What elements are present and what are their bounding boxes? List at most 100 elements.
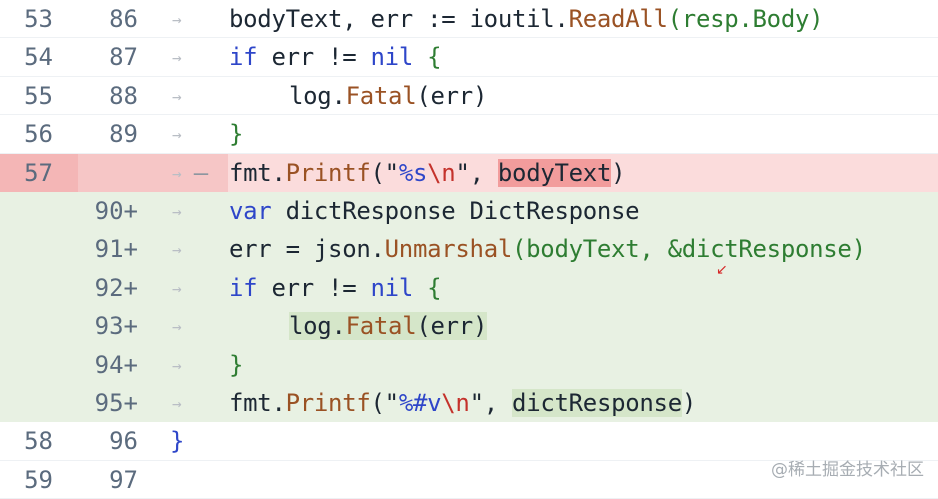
code-token: dictResponse DictResponse	[271, 196, 640, 225]
code-token: {	[412, 43, 442, 72]
code-token: (bodyText, &dictResponse)	[512, 235, 866, 264]
new-line-number: 93+	[94, 312, 138, 341]
code-line: →log.Fatal(err)	[229, 81, 488, 128]
new-gutter: 97	[78, 461, 228, 498]
old-gutter: 55	[0, 77, 78, 114]
code-token: nil	[370, 43, 414, 72]
diff-row-added: 91+ → err = json.Unmarshal(bodyText, &di…	[0, 230, 938, 269]
code-token: var	[229, 196, 272, 225]
code-token: nil	[370, 273, 414, 302]
new-gutter: 90+	[78, 192, 228, 230]
new-gutter: 87	[78, 38, 228, 75]
code-token: Unmarshal	[384, 235, 513, 264]
diff-row-added: 95+ → fmt.Printf("%#v\n", dictResponse)	[0, 383, 938, 423]
diff-row: 56 89 → }	[0, 115, 938, 154]
new-gutter: 92+	[78, 269, 228, 307]
code-token: }	[229, 350, 244, 379]
code-token: (resp.Body)	[667, 5, 824, 33]
code-token: \n	[427, 158, 456, 187]
code-token: ("	[370, 158, 400, 187]
code-token: ("	[370, 388, 400, 417]
tab-arrow-icon: →	[172, 48, 182, 68]
new-gutter: —	[78, 153, 228, 192]
diff-row-deleted: 57 — → fmt.Printf("%s\n", bodyText)	[0, 153, 938, 192]
new-line-number: 88	[109, 81, 138, 110]
old-line-number: 54	[24, 43, 53, 72]
code-line: }	[229, 351, 243, 379]
diff-row: 54 87 → if err != nil {	[0, 38, 938, 77]
code-token: if	[229, 273, 258, 302]
code-token: %s	[398, 158, 428, 187]
code-token: }	[170, 427, 185, 456]
code-line: }	[170, 427, 184, 455]
code-line: fmt.Printf("%#v\n", dictResponse)	[229, 388, 696, 417]
deletion-marker: —	[193, 158, 209, 187]
new-gutter: 91+	[78, 230, 228, 268]
new-gutter: 89	[78, 115, 228, 152]
code-line: fmt.Printf("%s\n", bodyText)	[229, 158, 626, 187]
old-line-number: 56	[24, 120, 53, 149]
diff-row: 58 96 }	[0, 422, 938, 461]
tab-arrow-icon: →	[172, 163, 182, 183]
code-token: (err)	[416, 81, 488, 110]
new-line-number: 89	[109, 120, 138, 149]
code-line: →log.Fatal(err)	[229, 312, 488, 358]
code-token: if	[229, 43, 258, 72]
tab-arrow-icon: →	[172, 201, 182, 221]
tab-arrow-icon: →	[172, 10, 182, 29]
diff-row: 53 86 → bodyText, err := ioutil.ReadAll(…	[0, 0, 938, 39]
code-token: {	[412, 273, 442, 302]
old-line-number: 59	[24, 465, 53, 494]
tab-arrow-icon: →	[172, 317, 182, 337]
code-token: Fatal	[345, 312, 417, 341]
code-token: dictResponse	[512, 388, 682, 417]
code-line: }	[229, 120, 243, 148]
code-token: (err)	[416, 312, 488, 341]
old-gutter: 57	[0, 153, 78, 192]
code-line: if err != nil {	[229, 43, 442, 72]
tab-arrow-icon: →	[172, 86, 182, 106]
old-line-number: 53	[24, 5, 53, 33]
old-line-number: 55	[24, 81, 53, 110]
tab-arrow-icon: →	[172, 393, 182, 413]
old-gutter: 54	[0, 38, 78, 75]
code-token: Printf	[285, 158, 371, 187]
new-gutter: 96	[78, 422, 228, 459]
code-token: bodyText, err := ioutil.	[229, 5, 569, 33]
code-token: err !=	[257, 43, 371, 72]
code-token: log.	[289, 312, 346, 341]
diff-row: 55 88 → →log.Fatal(err)	[0, 76, 938, 128]
diff-row-added: 92+ → if err != nil {	[0, 268, 938, 308]
code-token: \n	[441, 388, 470, 417]
code-token: err !=	[257, 273, 371, 302]
new-gutter: 94+	[78, 346, 228, 384]
new-line-number: 97	[109, 465, 138, 494]
code-line: err = json.Unmarshal(bodyText, &dictResp…	[229, 235, 866, 263]
code-line: bodyText, err := ioutil.ReadAll(resp.Bod…	[229, 5, 824, 33]
code-token: }	[229, 120, 244, 149]
code-token: )	[681, 388, 696, 417]
code-token: ",	[469, 388, 513, 417]
code-token: Fatal	[345, 81, 417, 110]
new-line-number: 94+	[94, 350, 138, 379]
code-token: fmt.	[229, 158, 286, 187]
old-line-number: 58	[24, 427, 53, 456]
code-line: var dictResponse DictResponse	[229, 196, 640, 225]
new-gutter: 86	[78, 0, 228, 37]
new-line-number: 95+	[94, 388, 138, 417]
old-gutter: 56	[0, 115, 78, 152]
old-gutter: 53	[0, 0, 78, 37]
watermark: @稀土掘金技术社区	[771, 460, 924, 480]
new-line-number: 90+	[94, 196, 138, 225]
new-line-number: 86	[109, 5, 138, 33]
code-token: bodyText	[497, 158, 612, 187]
new-line-number: 96	[109, 427, 138, 456]
diff-row-added: 94+ → }	[0, 345, 938, 384]
code-token: Printf	[285, 388, 371, 417]
code-line: if err != nil {	[229, 273, 442, 302]
new-line-number: 91+	[94, 235, 138, 264]
tab-arrow-icon: →	[172, 355, 182, 375]
tab-arrow-icon: →	[172, 240, 182, 260]
code-token: )	[611, 158, 626, 187]
